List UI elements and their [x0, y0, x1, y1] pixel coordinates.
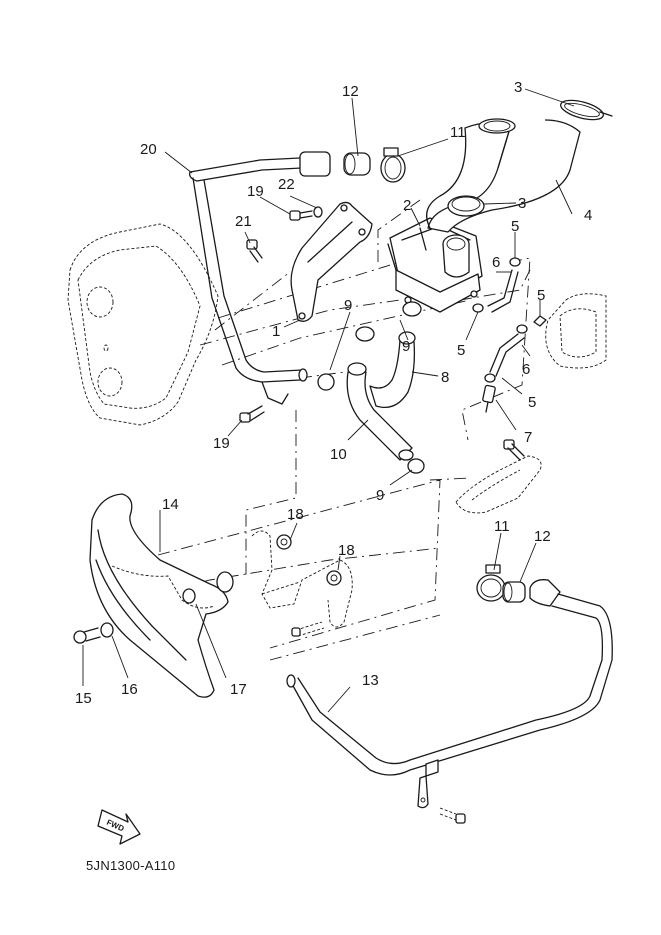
callout-3-lower: 3	[518, 195, 526, 212]
callout-19-lower: 19	[213, 435, 230, 452]
callout-6-a: 6	[492, 254, 500, 271]
callout-22: 22	[278, 176, 295, 193]
part-12-joint-lower	[502, 581, 526, 603]
callout-12-upper: 12	[342, 83, 359, 100]
callout-3-upper: 3	[514, 79, 522, 96]
callout-17: 17	[230, 681, 247, 698]
callout-18-a: 18	[287, 506, 304, 523]
callout-8: 8	[441, 369, 449, 386]
part-1-bracket	[290, 201, 373, 322]
callout-4: 4	[584, 207, 592, 224]
part-16-washer	[100, 622, 114, 638]
part-2-air-cut-valve	[387, 217, 483, 313]
part-11-hose-clamp-lower	[476, 564, 506, 602]
part-7-joint	[482, 384, 496, 413]
part-6-hose-lower	[489, 333, 525, 377]
callout-15: 15	[75, 690, 92, 707]
part-5-clips	[472, 257, 547, 383]
callout-18-b: 18	[338, 542, 355, 559]
callout-1: 1	[272, 323, 280, 340]
callout-11-lower: 11	[494, 518, 510, 535]
callout-16: 16	[121, 681, 138, 698]
callout-19-upper: 19	[247, 183, 264, 200]
part-17-collar	[182, 571, 234, 604]
callout-10: 10	[330, 446, 347, 463]
callout-21: 21	[235, 213, 252, 230]
leader-lines	[82, 88, 575, 713]
part-9-clamps	[317, 301, 425, 474]
part-11-hose-clamp-upper	[380, 147, 406, 183]
callout-5-c: 5	[457, 342, 465, 359]
callout-13: 13	[362, 672, 379, 689]
frame-bracket-outline	[455, 293, 607, 514]
callout-9-b: 9	[402, 338, 410, 355]
part-13-lower-air-pipe	[286, 579, 613, 824]
air-filter-case-outline	[67, 223, 219, 426]
callout-5-a: 5	[511, 218, 519, 235]
part-12-joint-upper	[343, 152, 371, 176]
washer-22	[313, 206, 323, 218]
callout-7: 7	[524, 429, 532, 446]
bolt-19-lower	[239, 405, 265, 423]
part-10-hose	[346, 362, 414, 461]
part-15-bolt	[73, 627, 101, 644]
bolt-19-upper	[289, 210, 313, 221]
forward-direction-arrow: FWD	[97, 809, 141, 845]
bolt-21	[246, 239, 263, 263]
callout-9-c: 9	[376, 487, 384, 504]
part-18-dampers-bracket	[251, 530, 353, 637]
callout-9-a: 9	[344, 297, 352, 314]
part-14-side-cover	[89, 493, 229, 698]
part-20-upper-air-pipe	[189, 151, 331, 405]
callout-5-b: 5	[537, 287, 545, 304]
callouts: 1 2 3 3 4 5 5 5 5 6 6 7 8 9 9 9 10 11 11…	[75, 79, 592, 707]
callout-6-b: 6	[522, 361, 530, 378]
part-6-hose-upper	[487, 269, 519, 313]
drawing-code: 5JN1300-A110	[86, 858, 176, 873]
callout-11-upper: 11	[450, 124, 466, 141]
bolt-7-bracket	[503, 439, 525, 461]
callout-2: 2	[403, 197, 411, 214]
callout-14: 14	[162, 496, 179, 513]
part-3-hose-clamp-lower	[447, 195, 485, 217]
callout-12-lower: 12	[534, 528, 551, 545]
callout-20: 20	[140, 141, 157, 158]
callout-5-d: 5	[528, 394, 536, 411]
part-3-hose-clamp-upper	[559, 99, 613, 121]
